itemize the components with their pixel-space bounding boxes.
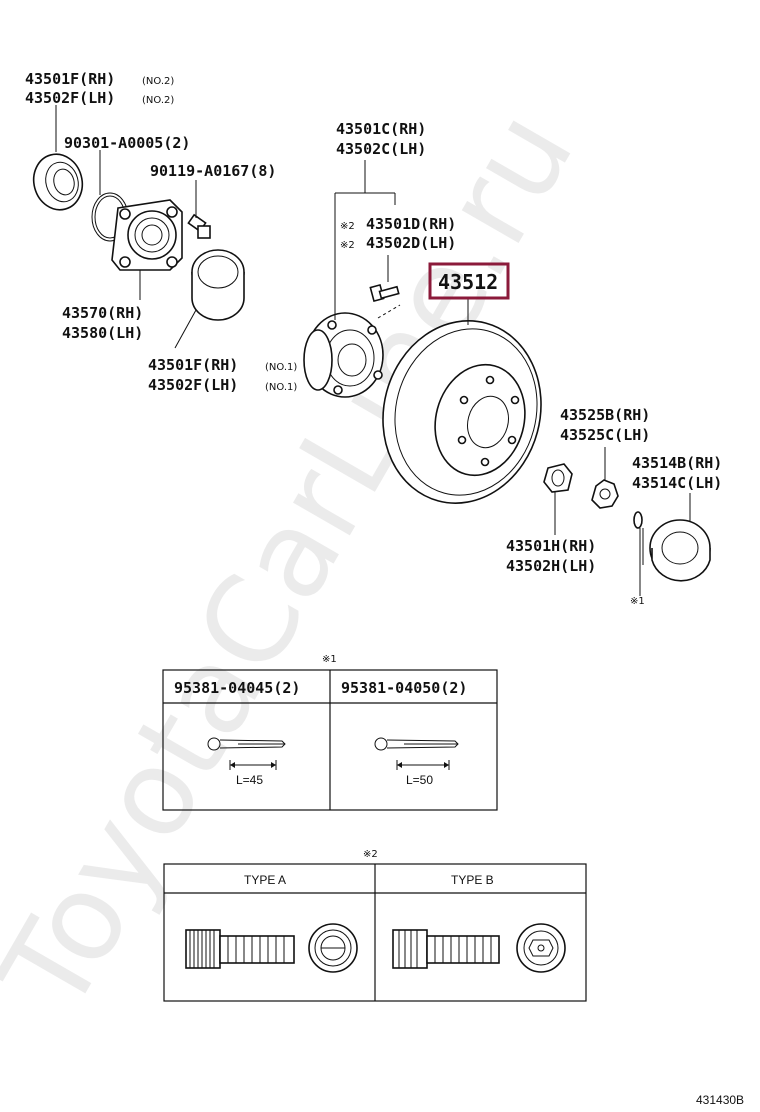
label-43570: 43570(RH) — [62, 304, 143, 322]
axle-hub — [303, 312, 384, 398]
label-mark2-b: ※2 — [340, 240, 355, 251]
label-43502f-no1: 43502F(LH) — [148, 376, 238, 394]
table1-mark: ※1 — [322, 654, 337, 665]
label-mark2-a: ※2 — [340, 221, 355, 232]
axle-hub-housing — [111, 199, 183, 271]
type-b-bolt — [392, 929, 500, 969]
diagram-code: 431430B — [696, 1093, 744, 1107]
nut-lock-cap — [591, 479, 619, 509]
label-43525c: 43525C(LH) — [560, 426, 650, 444]
bearing-no2 — [32, 153, 84, 211]
highlight-box — [428, 262, 510, 300]
label-43502d: 43502D(LH) — [366, 234, 456, 252]
label-no1-rh: (NO.1) — [265, 362, 297, 373]
type-a-bolt — [185, 929, 295, 969]
table1-length-45: L=45 — [236, 773, 263, 787]
label-43512: 43512 — [438, 270, 498, 294]
label-43514b: 43514B(RH) — [632, 454, 722, 472]
label-43501h: 43501H(RH) — [506, 537, 596, 555]
table2-mark: ※2 — [363, 849, 378, 860]
label-43501f-no2: 43501F(RH) — [25, 70, 115, 88]
label-43514c: 43514C(LH) — [632, 474, 722, 492]
lock-nut — [543, 463, 573, 493]
label-90301: 90301-A0005(2) — [64, 134, 190, 152]
label-mark1: ※1 — [630, 596, 645, 607]
label-43502h: 43502H(LH) — [506, 557, 596, 575]
table1-header-45: 95381-04045(2) — [174, 679, 300, 697]
bolt-90119 — [187, 213, 211, 239]
label-no2-lh: (NO.2) — [142, 95, 174, 106]
label-43502f-no2: 43502F(LH) — [25, 89, 115, 107]
table1-length-50: L=50 — [406, 773, 433, 787]
cotter-pin-table — [162, 669, 498, 811]
label-43501c: 43501C(RH) — [336, 120, 426, 138]
grease-cap — [649, 519, 711, 582]
type-b-bolt-end-view — [516, 923, 566, 973]
table2-header-type-b: TYPE B — [451, 873, 494, 887]
label-43501d: 43501D(RH) — [366, 215, 456, 233]
table2-header-type-a: TYPE A — [244, 873, 286, 887]
hub-bolt — [369, 283, 400, 303]
label-no1-lh: (NO.1) — [265, 382, 297, 393]
type-a-bolt-end-view — [308, 923, 358, 973]
cotter-pin — [633, 511, 644, 572]
bearing-no1 — [191, 249, 245, 321]
label-43580: 43580(LH) — [62, 324, 143, 342]
label-43502c: 43502C(LH) — [336, 140, 426, 158]
hub-bolt-type-table — [163, 863, 587, 1002]
brake-disc — [382, 320, 542, 504]
label-90119: 90119-A0167(8) — [150, 162, 276, 180]
label-43525b: 43525B(RH) — [560, 406, 650, 424]
cotter-pin-50-drawing — [374, 737, 459, 770]
table1-header-50: 95381-04050(2) — [341, 679, 467, 697]
cotter-pin-45-drawing — [207, 737, 286, 770]
label-43501f-no1: 43501F(RH) — [148, 356, 238, 374]
label-no2-rh: (NO.2) — [142, 76, 174, 87]
